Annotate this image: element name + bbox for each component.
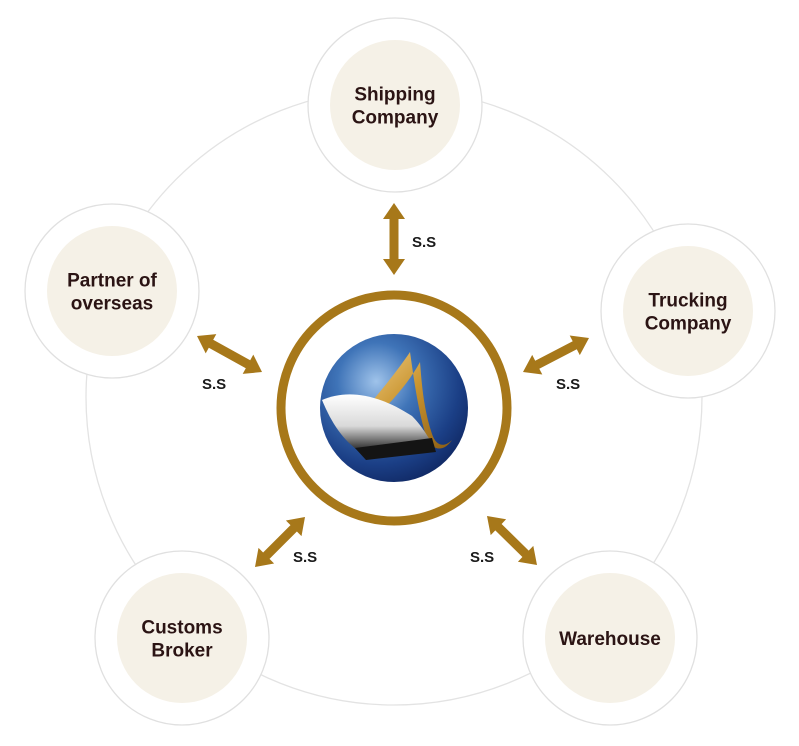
- node-label-line: Customs: [141, 618, 222, 639]
- arrow-trucking-company: S.S: [523, 335, 589, 393]
- arrows-layer: S.S S.S S.S S.S S.S: [197, 203, 589, 567]
- node-inner-circle: [623, 246, 753, 376]
- arrow-label: S.S: [412, 234, 436, 251]
- node-label-line: Broker: [151, 641, 213, 662]
- node-inner-circle: [117, 573, 247, 703]
- node-label-line: Company: [645, 314, 732, 335]
- node-label-line: Trucking: [648, 291, 727, 312]
- node-label-line: Warehouse: [559, 629, 661, 650]
- node-label-line: Shipping: [354, 85, 435, 106]
- double-arrow-icon: [255, 517, 305, 567]
- arrow-customs-broker: S.S: [255, 517, 317, 567]
- ship-logo-icon: [320, 334, 468, 482]
- arrow-warehouse: S.S: [470, 516, 537, 566]
- arrow-label: S.S: [202, 376, 226, 393]
- center-hub: [276, 290, 512, 526]
- node-inner-circle: [330, 40, 460, 170]
- double-arrow-icon: [487, 516, 537, 565]
- arrow-label: S.S: [556, 376, 580, 393]
- double-arrow-icon: [523, 335, 589, 375]
- node-label-line: Partner of: [67, 271, 157, 292]
- node-inner-circle: [47, 226, 177, 356]
- arrow-partner-of-overseas: S.S: [197, 334, 262, 393]
- double-arrow-icon: [383, 203, 405, 275]
- node-label-line: overseas: [71, 294, 153, 315]
- arrow-label: S.S: [293, 549, 317, 566]
- node-inner-circle: [545, 573, 675, 703]
- nodes-layer: ShippingCompanyTruckingCompanyWarehouseC…: [24, 17, 776, 726]
- double-arrow-icon: [197, 334, 262, 374]
- arrow-label: S.S: [470, 549, 494, 566]
- arrow-shipping-company: S.S: [383, 203, 436, 275]
- node-warehouse: Warehouse: [522, 550, 698, 726]
- node-label-line: Company: [352, 108, 439, 129]
